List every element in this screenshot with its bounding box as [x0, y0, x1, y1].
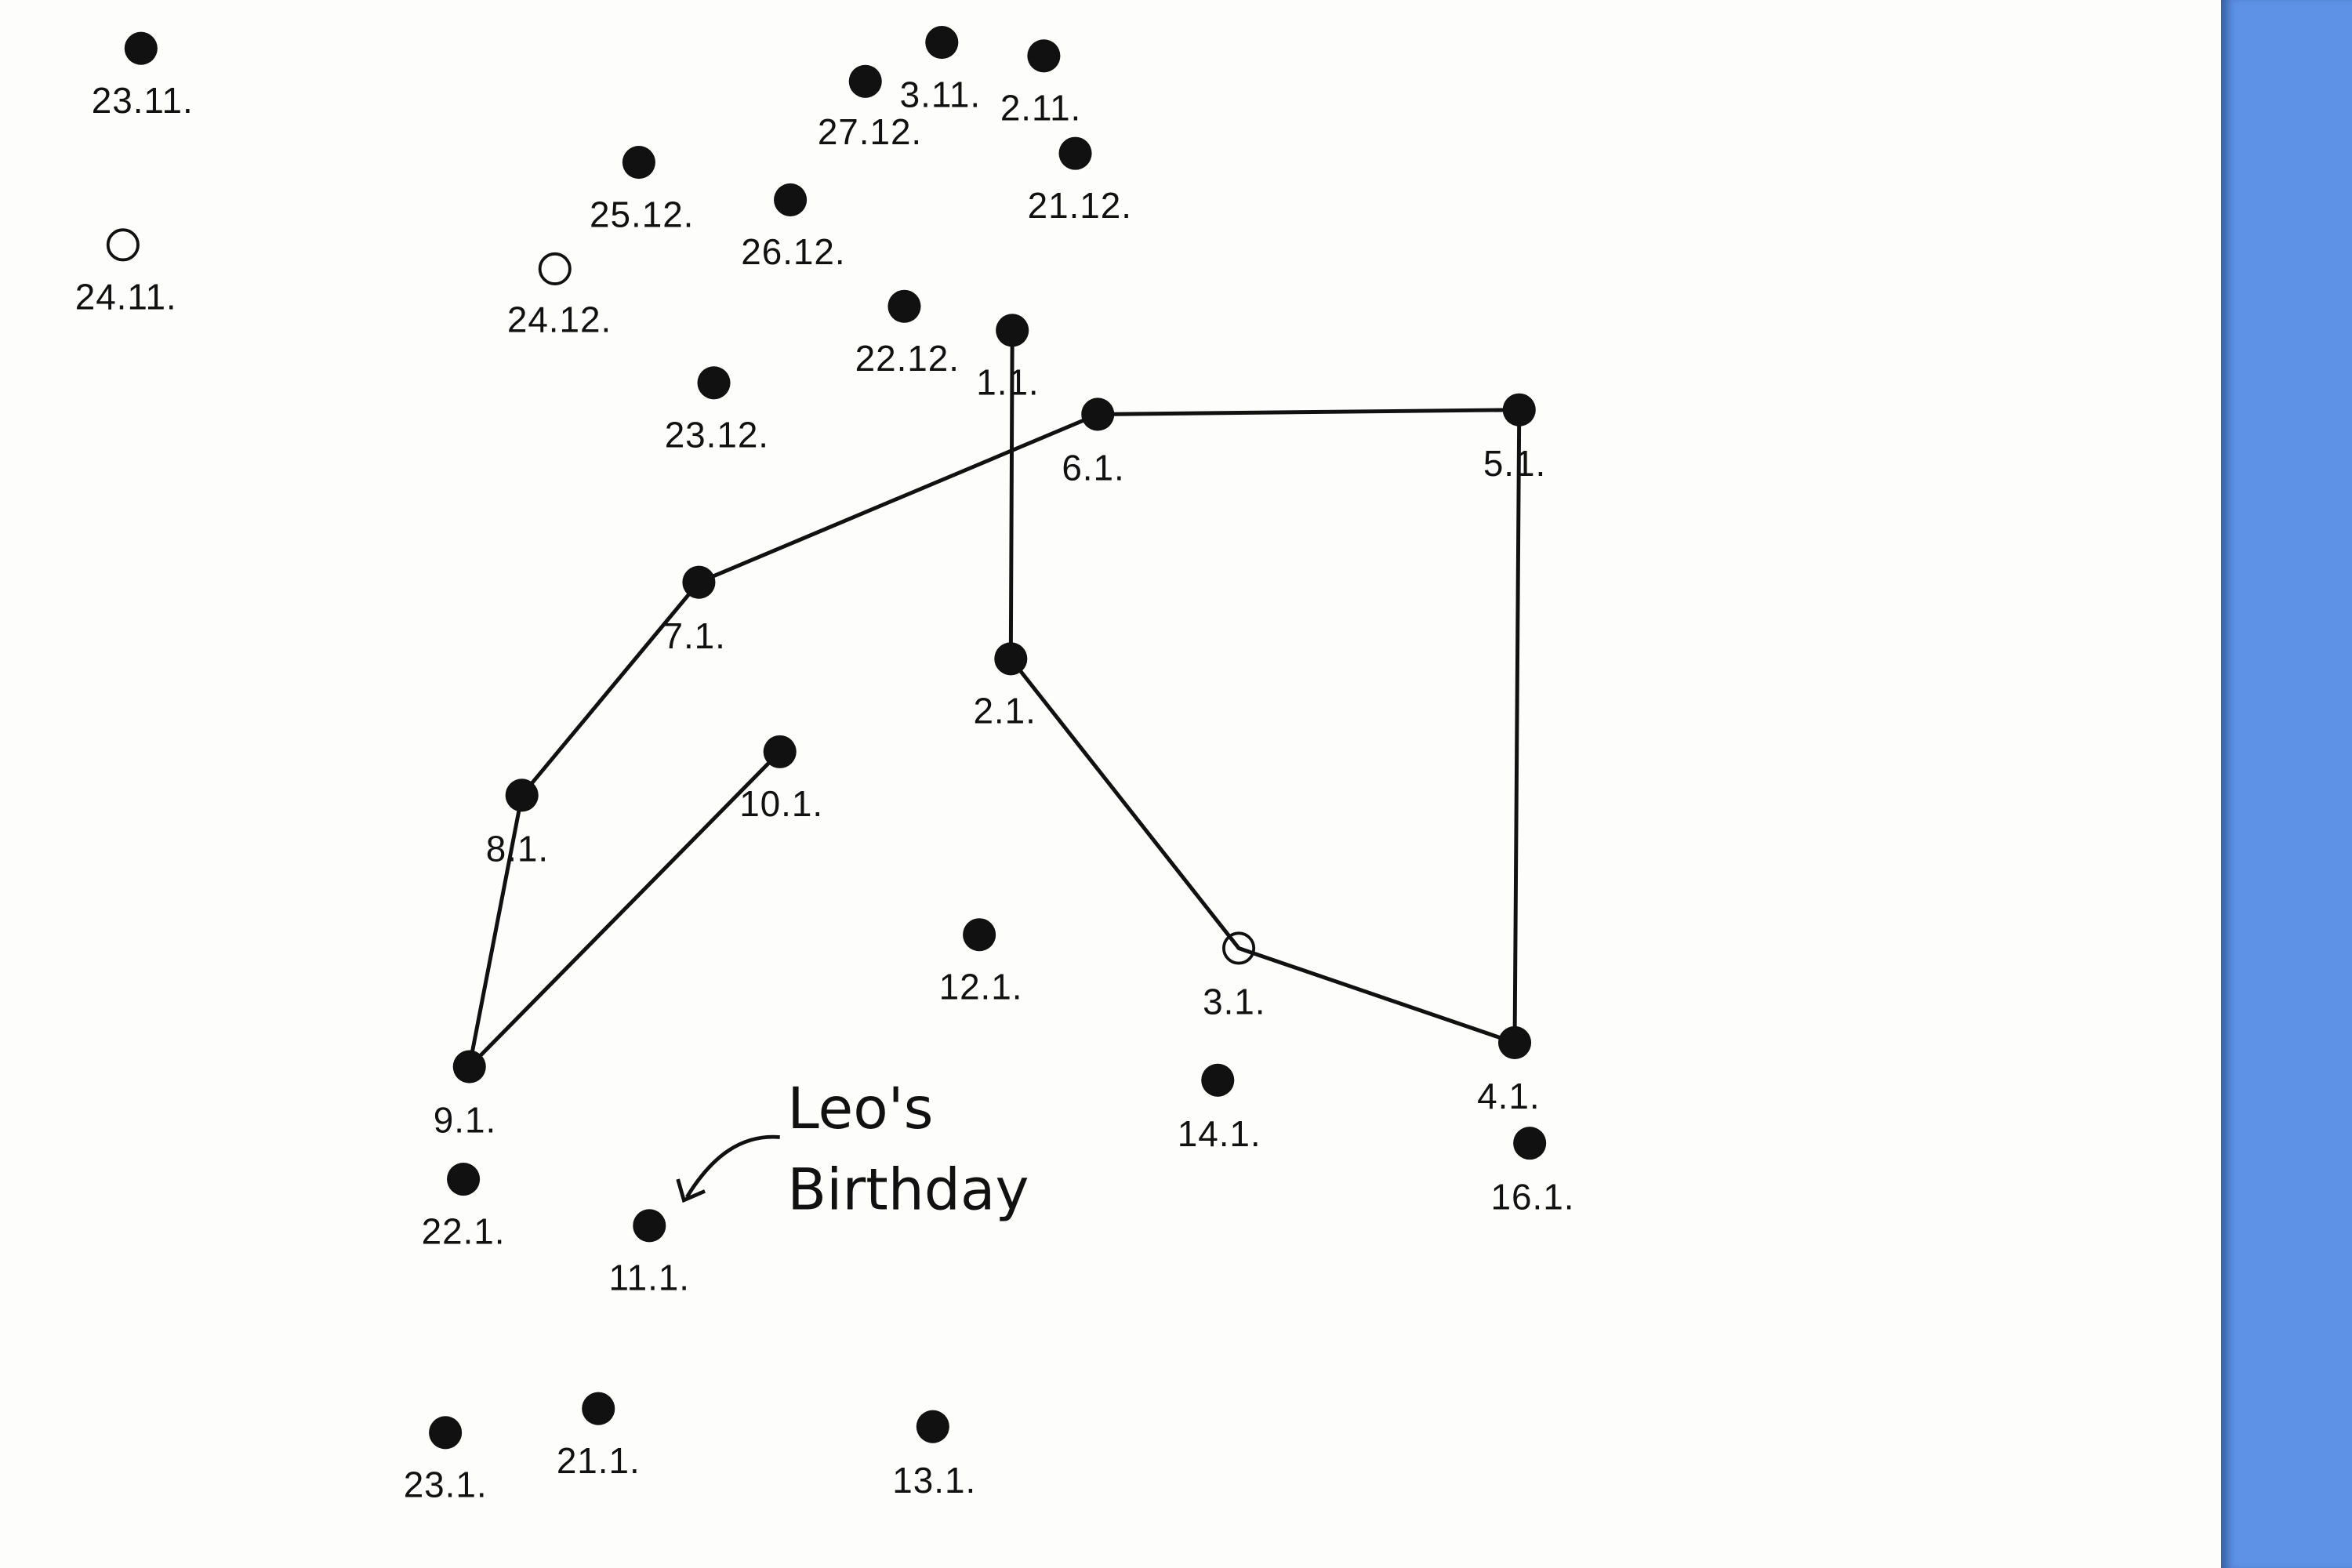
dot-label: 23.1. — [404, 1465, 488, 1505]
dot-point: 24.12. — [507, 252, 612, 339]
filled-dot-icon — [1497, 1025, 1532, 1060]
filled-dot-icon — [452, 1050, 486, 1083]
dot-point: 9.1. — [434, 1050, 496, 1141]
dot-label: 21.12. — [1028, 185, 1132, 226]
dot-label: 16.1. — [1491, 1176, 1575, 1217]
dot-point: 4.1. — [1477, 1025, 1540, 1116]
dot-label: 14.1. — [1178, 1113, 1261, 1154]
filled-dot-icon — [774, 183, 808, 216]
dot-point: 3.1. — [1203, 931, 1265, 1022]
filled-dot-icon — [429, 1416, 463, 1450]
filled-dot-icon — [1513, 1127, 1547, 1160]
filled-dot-icon — [916, 1410, 949, 1443]
connecting-line — [467, 330, 1522, 1069]
filled-dot-icon — [763, 735, 797, 768]
dot-point: 2.1. — [973, 642, 1036, 731]
filled-dot-icon — [848, 64, 882, 98]
dot-point: 21.12. — [1028, 136, 1132, 226]
dot-point: 6.1. — [1062, 397, 1124, 488]
dot-point: 14.1. — [1178, 1063, 1261, 1154]
dot-label: 22.12. — [855, 338, 960, 379]
dot-point: 22.12. — [855, 289, 960, 379]
dot-label: 12.1. — [939, 967, 1023, 1007]
filled-dot-icon — [1027, 39, 1061, 73]
dot-label: 4.1. — [1477, 1076, 1540, 1116]
dot-label: 3.11. — [900, 74, 981, 114]
dot-label: 13.1. — [892, 1460, 976, 1501]
filled-dot-icon — [1058, 136, 1092, 170]
dot-point: 26.12. — [741, 183, 845, 272]
filled-dot-icon — [447, 1163, 481, 1196]
dot-label: 25.12. — [590, 194, 694, 234]
filled-dot-icon — [622, 146, 655, 180]
open-dot-icon — [538, 252, 572, 285]
dot-label: 7.1. — [662, 615, 725, 656]
dot-label: 2.1. — [973, 691, 1036, 731]
dot-point: 5.1. — [1483, 393, 1546, 484]
dot-point: 25.12. — [590, 146, 694, 234]
dot-label: 9.1. — [434, 1100, 496, 1141]
filled-dot-icon — [996, 314, 1029, 347]
filled-dot-icon — [505, 779, 539, 812]
dot-point: 2.11. — [1000, 39, 1081, 129]
dot-point: 13.1. — [892, 1410, 976, 1501]
dot-label: 23.11. — [92, 80, 194, 121]
filled-dot-icon — [582, 1392, 615, 1425]
dot-label: 6.1. — [1062, 448, 1124, 488]
filled-dot-icon — [1502, 393, 1536, 426]
dot-label: 3.1. — [1203, 982, 1265, 1022]
dot-point: 23.12. — [665, 366, 769, 456]
filled-dot-icon — [963, 918, 996, 952]
filled-dot-icon — [1081, 397, 1115, 431]
dot-point: 16.1. — [1491, 1127, 1575, 1217]
arrowhead-icon — [676, 1178, 706, 1203]
annotation-line1: Leo's — [787, 1076, 933, 1142]
dot-label: 26.12. — [741, 231, 845, 272]
dot-label: 1.1. — [976, 362, 1039, 403]
dot-label: 8.1. — [486, 829, 549, 869]
dot-label: 24.11. — [75, 277, 177, 318]
arrow-icon — [685, 1134, 780, 1199]
dot-drawing: 23.11. 24.11. 3.11. 2.11. 27.12. 21.12. 25.12.… — [75, 26, 1575, 1505]
filled-dot-icon — [682, 565, 716, 599]
dot-point: 12.1. — [939, 918, 1023, 1007]
dot-label: 24.12. — [507, 299, 612, 339]
dot-label: 5.1. — [1483, 443, 1546, 484]
dot-label: 10.1. — [739, 783, 823, 824]
dot-label: 22.1. — [422, 1210, 506, 1251]
dot-label: 11.1. — [609, 1258, 690, 1298]
filled-dot-icon — [887, 289, 921, 323]
dot-label: 2.11. — [1000, 88, 1081, 129]
dot-point: 1.1. — [976, 314, 1039, 403]
open-dot-icon — [1222, 931, 1256, 965]
filled-dot-icon — [925, 26, 959, 60]
filled-dot-icon — [697, 366, 731, 400]
side-panel — [2221, 0, 2352, 1568]
dot-point: 3.11. — [900, 26, 981, 114]
dot-canvas: 23.11. 24.11. 3.11. 2.11. 27.12. 21.12. 25.12.… — [74, 26, 1575, 1505]
dot-label: 21.1. — [557, 1440, 641, 1481]
dot-point: 8.1. — [486, 779, 549, 869]
dot-label: 23.12. — [665, 415, 769, 456]
open-dot-icon — [106, 228, 140, 262]
dot-point: 24.11. — [75, 228, 177, 318]
dot-point: 23.1. — [404, 1416, 488, 1505]
dot-point: 7.1. — [662, 565, 725, 656]
annotation-line2: Birthday — [787, 1157, 1029, 1223]
filled-dot-icon — [124, 31, 158, 65]
filled-dot-icon — [633, 1209, 666, 1243]
dot-point: 27.12. — [818, 64, 922, 152]
dot-point: 21.1. — [557, 1392, 641, 1481]
dot-point: 23.11. — [92, 31, 194, 121]
filled-dot-icon — [994, 642, 1028, 676]
dot-point: 11.1. — [609, 1209, 690, 1298]
dot-point: 22.1. — [422, 1163, 506, 1251]
filled-dot-icon — [1201, 1063, 1235, 1097]
birthday-annotation: Leo's Birthday — [676, 1076, 1029, 1223]
dot-point: 10.1. — [739, 735, 823, 824]
dot-label: 27.12. — [818, 111, 922, 152]
